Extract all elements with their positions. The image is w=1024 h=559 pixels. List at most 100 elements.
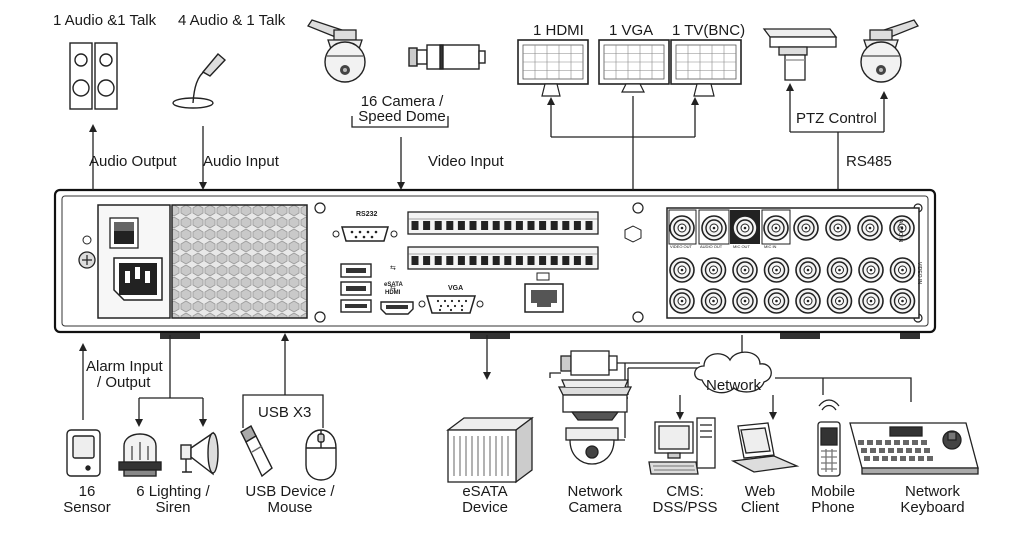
- terminal-screw: [492, 256, 500, 265]
- hdmi-monitor-icon: [517, 39, 589, 97]
- bnc-video-in-connector: [763, 257, 790, 283]
- network-keyboard-label-line1: Network: [904, 483, 960, 500]
- mouse-icon: [305, 429, 337, 481]
- network-dome-camera-icon: [565, 427, 619, 465]
- usb-stick-icon: [240, 425, 273, 478]
- ground-screw-icon: [78, 235, 96, 269]
- audio-talk-1-label: 1 Audio &1 Talk: [53, 12, 157, 29]
- terminal-screw: [562, 256, 570, 265]
- terminal-screw: [446, 221, 454, 230]
- alarm-terminal-blocks: [407, 211, 642, 270]
- keyboard-key: [876, 440, 882, 445]
- terminal-block: [407, 211, 599, 235]
- bnc-output-connector: [701, 215, 727, 241]
- keyboard-key: [888, 448, 894, 453]
- rs485-label: RS485: [846, 153, 892, 170]
- terminal-screw: [446, 256, 454, 265]
- warning-light-icon: [118, 433, 162, 477]
- terminal-screw: [539, 221, 547, 230]
- terminal-screw: [457, 256, 465, 265]
- network-cloud-icon: [694, 351, 772, 394]
- power-module: [97, 204, 171, 319]
- network-box-camera-icon: [549, 350, 618, 378]
- terminal-screw: [527, 221, 535, 230]
- terminal-screw: [434, 256, 442, 265]
- keyboard-key: [897, 448, 903, 453]
- bnc-video-in-connector: [889, 288, 916, 314]
- terminal-screw: [515, 221, 523, 230]
- video-in-port-label: VIDEO IN: [916, 262, 922, 284]
- terminal-block: [407, 246, 599, 270]
- bnc-video-in-connector: [795, 257, 821, 283]
- esata-port: [340, 299, 372, 313]
- keyboard-key: [918, 456, 924, 461]
- keyboard-key: [927, 456, 933, 461]
- keyboard-key: [867, 440, 873, 445]
- terminal-screw: [434, 221, 442, 230]
- network-camera-label-line1: Network: [567, 483, 623, 500]
- terminal-screw: [423, 221, 431, 230]
- keyboard-key: [894, 440, 900, 445]
- usb-device-label-line2: Mouse: [267, 499, 313, 516]
- esata-device-label-line1: eSATA: [462, 483, 508, 500]
- terminal-screw: [492, 221, 500, 230]
- esata-device-icon: [446, 416, 534, 484]
- terminal-screw: [562, 221, 570, 230]
- keyboard-key: [885, 440, 891, 445]
- mic-out-port-label: MIC OUT: [733, 244, 750, 249]
- speaker-icon: [69, 42, 118, 110]
- terminal-screw: [411, 256, 419, 265]
- usb-device-label-line1: USB Device /: [245, 483, 335, 500]
- network-camera-label-line2: Camera: [568, 499, 622, 516]
- speed-dome-camera-icon: [307, 19, 366, 83]
- terminal-screw: [573, 256, 581, 265]
- bnc-video-in-connector: [669, 288, 695, 314]
- terminal-screw: [550, 256, 558, 265]
- svg-text:⇆: ⇆: [390, 285, 396, 292]
- cms-label-line2: DSS/PSS: [652, 499, 718, 516]
- terminal-screw: [469, 221, 477, 230]
- power-socket-icon: [113, 257, 163, 301]
- keyboard-key: [861, 448, 867, 453]
- mobile-phone-label-line1: Mobile: [810, 483, 856, 500]
- keyboard-key: [882, 456, 888, 461]
- hdmi-label: 1 HDMI: [533, 22, 584, 39]
- ethernet-port-icon: [524, 272, 564, 313]
- audio-talk-4-label: 4 Audio & 1 Talk: [178, 12, 286, 29]
- video-input-label: Video Input: [428, 153, 504, 170]
- audio-out-port-label: AUDIO OUT: [700, 244, 723, 249]
- mic-in-port-label: MIC IN: [764, 244, 777, 249]
- keyboard-key: [873, 456, 879, 461]
- bnc-video-in-connector: [795, 288, 821, 314]
- esata-port-label: eSATA: [384, 282, 403, 288]
- bnc-audio-in-connector: [857, 215, 883, 241]
- network-label: Network: [706, 377, 762, 394]
- cms-label-line1: CMS:: [666, 483, 704, 500]
- terminal-screw: [504, 256, 512, 265]
- bnc-output-connector: [732, 215, 758, 241]
- lighting-label-line1: 6 Lighting /: [136, 483, 210, 500]
- mobile-phone-label-line2: Phone: [811, 499, 855, 516]
- terminal-screw: [423, 256, 431, 265]
- camera-label-line1: 16 Camera /: [360, 93, 444, 110]
- box-camera-icon: [408, 44, 486, 70]
- camera-label-line2: Speed Dome: [358, 108, 446, 125]
- ptz-control-label: PTZ Control: [796, 110, 877, 127]
- audio-output-label: Audio Output: [89, 153, 177, 170]
- keyboard-key: [906, 448, 912, 453]
- bnc-video-in-connector: [700, 257, 727, 283]
- terminal-screw: [539, 256, 547, 265]
- vga-port-label: VGA: [448, 285, 464, 292]
- bnc-audio-in-connector: [793, 215, 819, 241]
- sensor-icon: [66, 429, 101, 477]
- network-keyboard-icon: [849, 422, 979, 475]
- bnc-output-connector: [669, 215, 695, 241]
- usb-x3-label: USB X3: [258, 404, 312, 421]
- terminal-screw: [457, 221, 465, 230]
- cms-computer-icon: [648, 417, 716, 475]
- terminal-screw: [504, 221, 512, 230]
- siren-icon: [180, 431, 219, 476]
- av-connector-panel: [666, 207, 920, 319]
- vga-port: [418, 295, 484, 314]
